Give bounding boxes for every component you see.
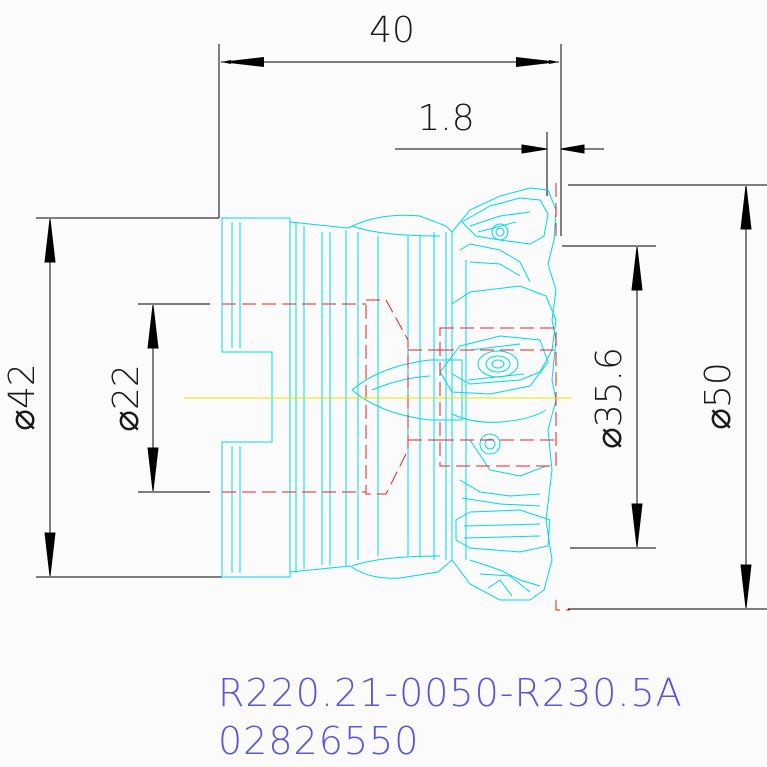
dim-40-label: 40 (369, 10, 415, 51)
dim-35-6-arrow-top (631, 246, 643, 291)
dim-50-label: ⌀50 (698, 362, 739, 429)
part-code: R220.21-0050-R230.5A (218, 671, 683, 715)
hidden-lines (222, 183, 570, 611)
dim-22-arrow-bottom (147, 447, 159, 492)
dim-1-8-arrow-left (521, 144, 548, 154)
dimension-lines (36, 44, 767, 610)
dim-35-6-arrow-bottom (631, 503, 643, 548)
dim-42-arrow-bottom (44, 532, 56, 577)
dim-42-label: ⌀42 (2, 363, 43, 430)
dim-40-arrow-right (516, 57, 559, 67)
dim-1-8-arrow-right (560, 144, 585, 154)
dim-50-arrow-top (740, 185, 752, 230)
dim-22-label: ⌀22 (106, 364, 147, 431)
dim-1-8-label: 1.8 (417, 98, 474, 139)
dim-42-arrow-top (44, 218, 56, 263)
part-number: 02826550 (218, 719, 419, 763)
cutter-body-outline (221, 187, 557, 601)
dim-50-arrow-bottom (740, 564, 752, 609)
dim-40-arrow-left (221, 57, 264, 67)
dim-22-arrow-top (147, 304, 159, 349)
dim-35-6-label: ⌀35.6 (589, 347, 630, 449)
